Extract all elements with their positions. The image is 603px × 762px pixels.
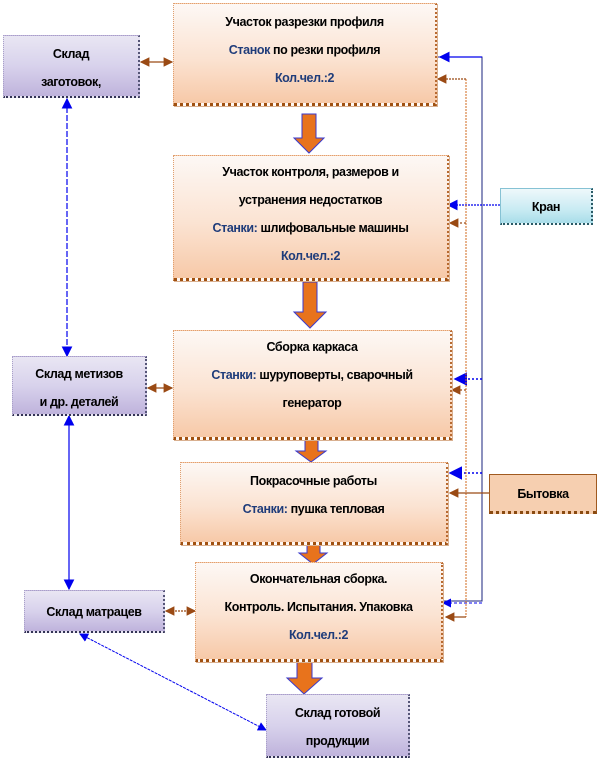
process-title: Сборка каркаса	[266, 340, 358, 354]
warehouse-label-line2: заготовок,	[41, 75, 101, 89]
process-frame-assembly: Сборка каркаса Станки: шуруповерты, свар…	[173, 330, 452, 440]
warehouse-blanks: Склад заготовок,	[3, 35, 140, 98]
equipment-value: шуруповерты, сварочный	[256, 368, 413, 382]
warehouse-label-line2: и др. деталей	[39, 395, 119, 409]
process-title: Покрасочные работы	[250, 474, 377, 488]
warehouse-hardware: Склад метизов и др. деталей	[12, 356, 147, 416]
warehouse-mattress: Склад матрацев	[24, 590, 165, 633]
resource-hut: Бытовка	[489, 474, 597, 514]
flow-arrow-2	[292, 281, 328, 329]
process-title-line2: устранения недостатков	[238, 193, 383, 207]
flow-arrow-5	[285, 661, 324, 695]
staff-count: Кол.чел.:2	[274, 71, 335, 85]
equipment-value: пушка тепловая	[287, 502, 385, 516]
resource-label: Бытовка	[517, 487, 569, 501]
warehouse-label-line2: продукции	[305, 734, 370, 748]
process-title: Участок разрезки профиля	[225, 15, 384, 29]
equipment-label: Станок	[228, 43, 271, 57]
warehouse-label-line1: Склад матрацев	[46, 605, 142, 619]
staff-count: Кол.чел.:2	[280, 249, 341, 263]
process-control: Участок контроля, размеров и устранения …	[173, 155, 449, 281]
process-title-line1: Участок контроля, размеров и	[222, 165, 399, 179]
warehouse-label-line1: Склад	[52, 47, 90, 61]
warehouse-label-line1: Склад готовой	[294, 706, 381, 720]
equipment-value-line2: генератор	[282, 396, 342, 410]
process-title-line1: Окончательная сборка.	[249, 572, 388, 586]
staff-count: Кол.чел.:2	[288, 628, 349, 642]
resource-label: Кран	[531, 200, 561, 214]
warehouse-label-line1: Склад метизов	[35, 367, 123, 381]
equipment-label: Станки:	[211, 368, 257, 382]
equipment-value: шлифовальные машины	[257, 221, 409, 235]
flow-arrow-1	[292, 113, 326, 154]
process-title-line2: Контроль. Испытания. Упаковка	[224, 600, 413, 614]
flow-arrow-3	[294, 439, 328, 463]
resource-crane: Кран	[500, 188, 593, 225]
equipment-label: Станки:	[242, 502, 288, 516]
process-cutting: Участок разрезки профиля Станок по резки…	[173, 3, 437, 106]
warehouse-finished: Склад готовой продукции	[266, 694, 410, 758]
process-painting: Покрасочные работы Станки: пушка теплова…	[180, 462, 448, 545]
process-final-assembly: Окончательная сборка. Контроль. Испытани…	[195, 562, 443, 662]
equipment-label: Станки:	[212, 221, 258, 235]
equipment-value: по резки профиля	[269, 43, 381, 57]
